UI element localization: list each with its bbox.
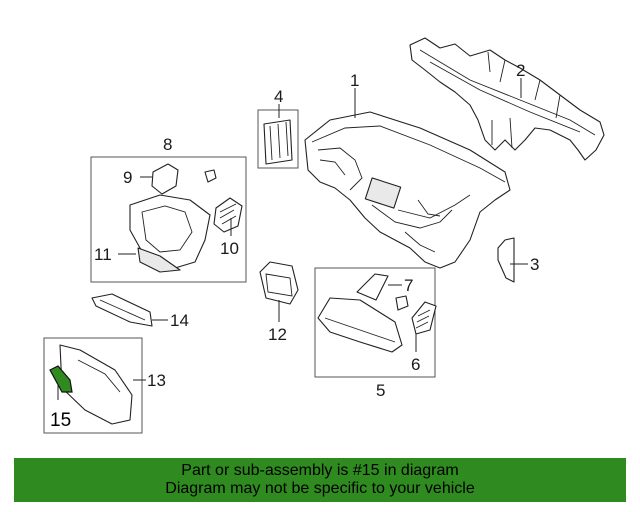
callout-15: 15 (50, 410, 71, 431)
banner-line-2: Diagram may not be specific to your vehi… (165, 480, 475, 497)
part-6-vent[interactable] (411, 301, 437, 335)
part-10-vent[interactable] (213, 197, 243, 233)
clip-icon (395, 295, 409, 311)
part-9-bracket[interactable] (151, 163, 179, 195)
callout-9: 9 (123, 168, 132, 187)
callout-12: 12 (268, 325, 287, 344)
callout-3: 3 (530, 255, 539, 274)
callout-2: 2 (516, 61, 525, 80)
callout-8: 8 (163, 135, 172, 154)
callout-10: 10 (220, 239, 239, 258)
clip-icon (204, 169, 217, 183)
info-banner: Part or sub-assembly is #15 in diagram D… (14, 458, 626, 502)
part-7-cover[interactable] (356, 273, 389, 301)
part-3-side-cover[interactable] (497, 237, 515, 283)
callout-1: 1 (350, 71, 359, 90)
banner-line-1: Part or sub-assembly is #15 in diagram (181, 462, 459, 479)
callout-7: 7 (404, 276, 413, 295)
part-14-brace[interactable] (91, 293, 153, 327)
part-12-housing[interactable] (259, 261, 299, 305)
group-box-13 (43, 337, 143, 434)
callout-14: 14 (170, 311, 189, 330)
callout-4: 4 (274, 87, 283, 106)
group-box-8 (90, 156, 247, 283)
part-1-instrument-panel[interactable] (304, 111, 511, 269)
callout-13: 13 (147, 371, 166, 390)
group-box-5 (314, 267, 436, 378)
part-2-cross-beam[interactable] (409, 37, 605, 161)
callout-5: 5 (376, 381, 385, 400)
callout-6: 6 (411, 355, 420, 374)
part-5-glove-box[interactable] (317, 297, 403, 353)
part-13-lower-panel[interactable] (59, 344, 133, 425)
callout-11: 11 (94, 245, 112, 264)
part-4-panel[interactable] (257, 109, 299, 169)
part-11-cluster-fascia[interactable] (129, 194, 211, 273)
part-15-highlighted[interactable] (49, 365, 73, 393)
